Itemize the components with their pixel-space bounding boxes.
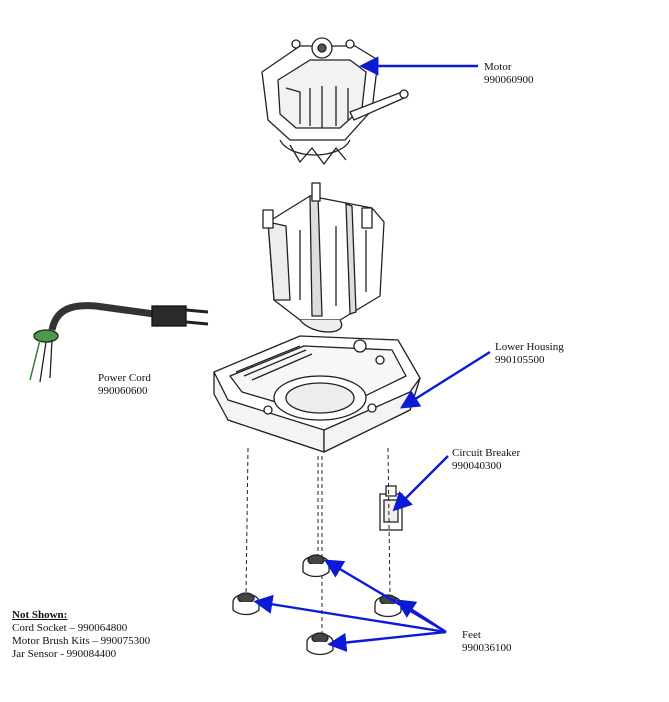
motor-mount-illustration xyxy=(262,182,385,333)
circuit-breaker-leader xyxy=(392,455,449,512)
feet-illustration xyxy=(232,554,402,656)
leader-arrows xyxy=(253,56,491,653)
assembly-guide-lines xyxy=(245,447,391,636)
feet-leader-3 xyxy=(395,599,447,634)
feet-leader-4 xyxy=(327,630,447,653)
circuit-breaker-label: Circuit Breaker xyxy=(452,447,521,459)
motor-callout: Motor 990060900 xyxy=(484,61,534,87)
power-cord-illustration xyxy=(29,302,209,383)
feet-label: Feet xyxy=(462,629,481,641)
not-shown-list: Not Shown: Cord Socket – 990064800 Motor… xyxy=(12,609,150,661)
not-shown-item: Motor Brush Kits – 990075300 xyxy=(12,635,151,647)
lower-housing-label: Lower Housing xyxy=(495,341,564,353)
not-shown-item: Cord Socket – 990064800 xyxy=(12,622,128,634)
lower-housing-leader xyxy=(399,350,491,409)
feet-leader-2 xyxy=(253,594,447,634)
power-cord-callout: Power Cord 990060600 xyxy=(98,372,151,398)
motor-part-number: 990060900 xyxy=(484,74,534,86)
foot-4 xyxy=(306,632,334,656)
foot-2 xyxy=(232,592,260,616)
feet-part-number: 990036100 xyxy=(462,642,512,654)
motor-illustration xyxy=(261,37,409,165)
lower-housing-part-number: 990105500 xyxy=(495,354,545,366)
foot-1 xyxy=(302,554,330,578)
lower-housing-callout: Lower Housing 990105500 xyxy=(495,341,564,367)
not-shown-item: Jar Sensor - 990084400 xyxy=(12,648,117,660)
lower-housing-illustration xyxy=(213,335,421,453)
power-cord-part-number: 990060600 xyxy=(98,385,148,397)
circuit-breaker-part-number: 990040300 xyxy=(452,460,502,472)
power-cord-label: Power Cord xyxy=(98,372,151,384)
motor-label: Motor xyxy=(484,61,512,73)
circuit-breaker-illustration xyxy=(379,485,403,531)
not-shown-title: Not Shown: xyxy=(12,609,68,621)
circuit-breaker-callout: Circuit Breaker 990040300 xyxy=(452,447,520,473)
feet-callout: Feet 990036100 xyxy=(462,629,512,655)
